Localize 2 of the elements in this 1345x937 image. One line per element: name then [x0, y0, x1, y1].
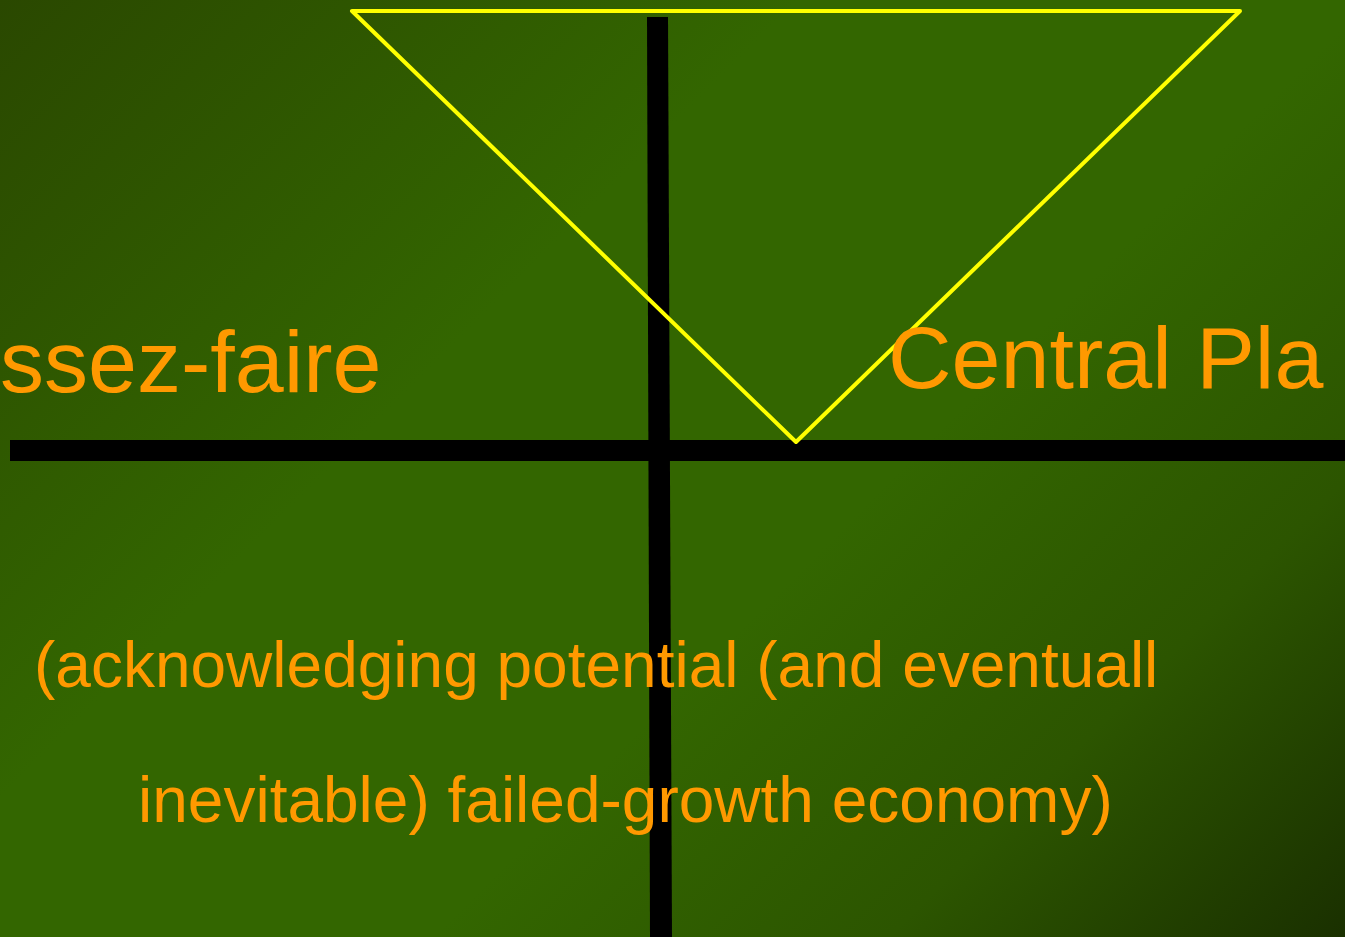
quadrant-label: ssez-faire — [0, 318, 382, 406]
quadrant-label: Central Pla — [888, 314, 1324, 402]
